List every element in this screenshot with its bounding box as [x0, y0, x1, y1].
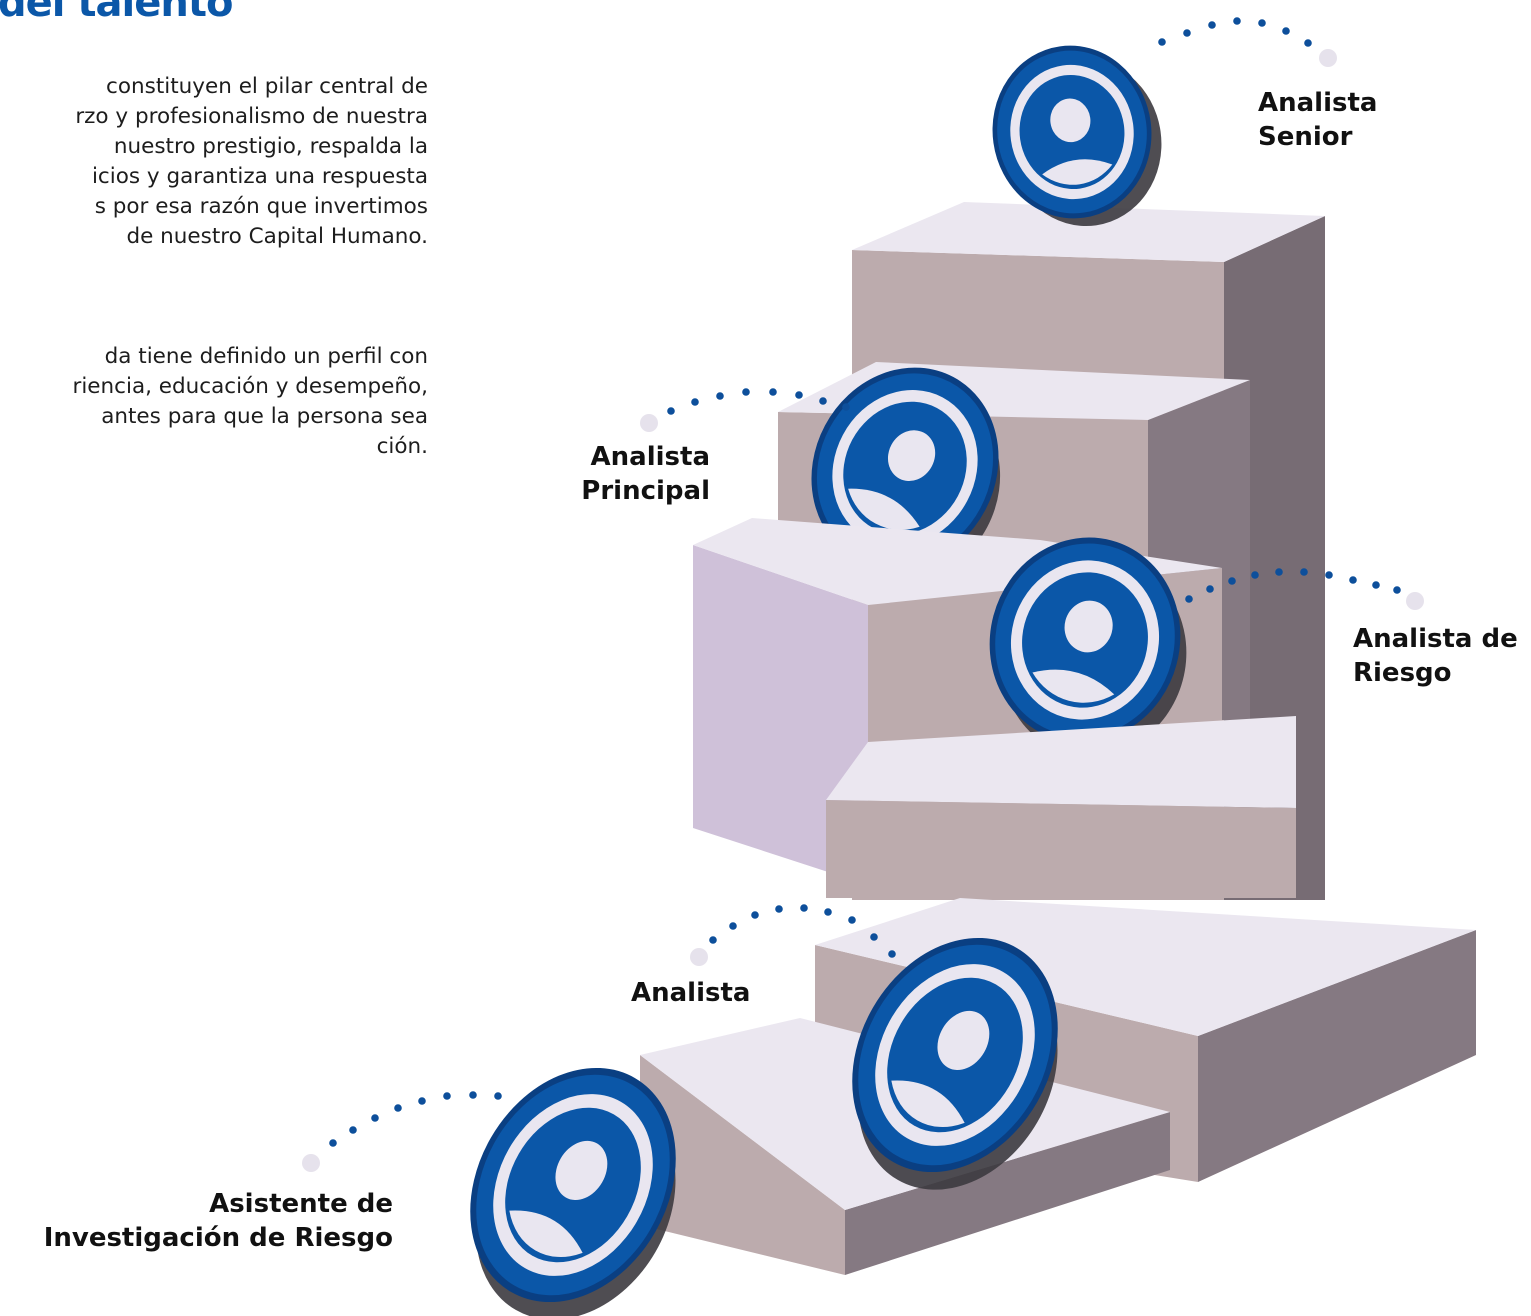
intro-line: de nuestro Capital Humano. [126, 224, 428, 249]
intro-line: rzo y profesionalismo de nuestra [75, 104, 428, 129]
label-line: Investigación de Riesgo [43, 1223, 393, 1253]
connector-riesgo [1185, 568, 1401, 603]
intro-line: s por esa razón que invertimos [94, 194, 428, 219]
label-line: Analista de [1353, 624, 1518, 654]
connector-end-dot [690, 948, 708, 966]
profile-line: ción. [376, 434, 428, 459]
label-line: Analista [1258, 88, 1378, 118]
profile-paragraph: da tiene definido un perfil con riencia,… [72, 342, 428, 462]
profile-line: riencia, educación y desempeño, [72, 374, 428, 399]
label-line: Principal [581, 476, 710, 506]
label-analista-principal: Analista Principal [581, 440, 710, 508]
label-analista: Analista [631, 976, 750, 1010]
connector-end-dot [640, 414, 658, 432]
connector-principal [667, 388, 850, 415]
page-heading: del talento [0, 0, 233, 26]
label-analista-de-riesgo: Analista de Riesgo [1353, 622, 1518, 690]
profile-line: da tiene definido un perfil con [104, 344, 428, 369]
profile-line: antes para que la persona sea [101, 404, 428, 429]
connector-end-dot [1319, 49, 1337, 67]
label-analista-senior: Analista Senior [1258, 86, 1377, 154]
connector-end-dot [1406, 592, 1424, 610]
connector-senior [1158, 17, 1312, 47]
label-line: Asistente de [209, 1189, 393, 1219]
intro-line: nuestro prestigio, respalda la [113, 134, 428, 159]
intro-line: constituyen el pilar central de [106, 74, 428, 99]
connector-analista [709, 904, 896, 958]
label-line: Analista [631, 978, 751, 1008]
connector-end-dot [302, 1154, 320, 1172]
label-line: Analista [590, 442, 710, 472]
connector-asistente [329, 1091, 502, 1147]
intro-paragraph: constituyen el pilar central de rzo y pr… [75, 72, 428, 252]
label-line: Senior [1258, 122, 1353, 152]
step-analista [826, 716, 1296, 898]
intro-line: icios y garantiza una respuesta [91, 164, 428, 189]
label-asistente-investigacion: Asistente de Investigación de Riesgo [44, 1187, 393, 1255]
label-line: Riesgo [1353, 658, 1452, 688]
